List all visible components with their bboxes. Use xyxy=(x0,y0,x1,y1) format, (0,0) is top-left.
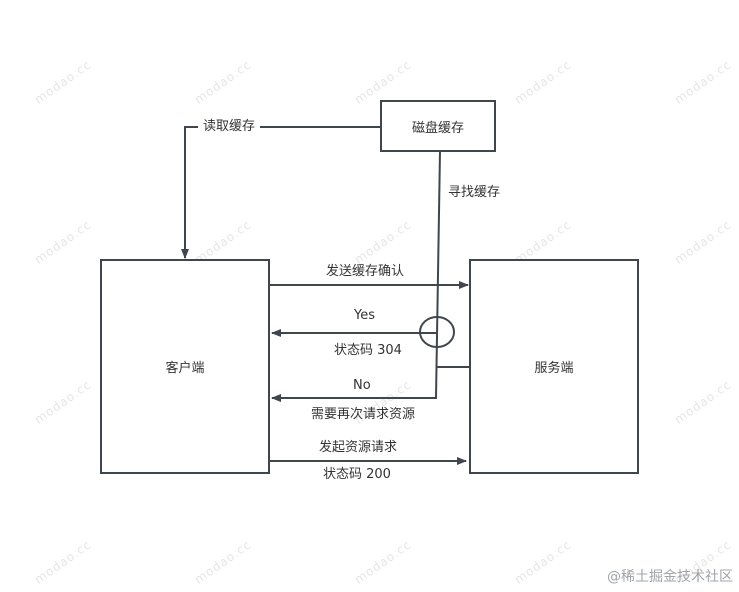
status-200-label: 状态码 200 xyxy=(323,467,391,482)
status-304-label: 状态码 304 xyxy=(334,343,402,358)
disk-cache-box[interactable]: 磁盘缓存 xyxy=(380,100,496,152)
client-label: 客户端 xyxy=(165,361,205,376)
client-box[interactable]: 客户端 xyxy=(100,259,270,474)
send-confirm-label: 发送缓存确认 xyxy=(326,264,405,279)
edge-read-cache xyxy=(181,126,381,259)
junction-circle xyxy=(419,316,455,348)
yes-label: Yes xyxy=(354,308,375,323)
server-box[interactable]: 服务端 xyxy=(469,259,639,474)
server-label: 服务端 xyxy=(534,361,574,376)
need-request-label: 需要再次请求资源 xyxy=(311,407,416,422)
send-request-label: 发起资源请求 xyxy=(319,440,398,455)
no-label: No xyxy=(353,378,371,393)
find-cache-label: 寻找缓存 xyxy=(448,185,501,200)
edge-find-cache xyxy=(271,150,441,402)
read-cache-label: 读取缓存 xyxy=(198,119,261,135)
disk-cache-label: 磁盘缓存 xyxy=(411,120,464,136)
credit-text: @稀土掘金技术社区 xyxy=(607,569,733,585)
